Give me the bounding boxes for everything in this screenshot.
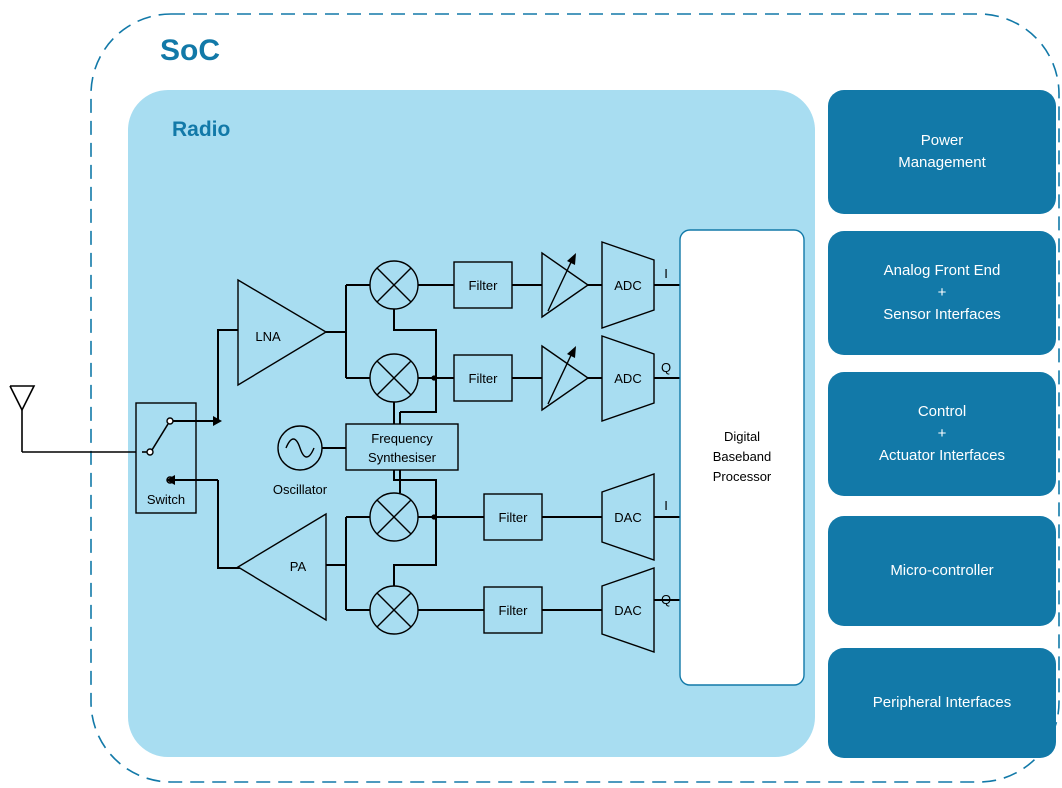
rx-filter-q-label: Filter — [469, 371, 499, 386]
channel-label-rx-q: Q — [661, 360, 671, 375]
dbp-label-2: Baseband — [713, 449, 772, 464]
mixer-tx-i — [369, 492, 419, 542]
dac-i-label: DAC — [614, 510, 641, 525]
dbp-label-1: Digital — [724, 429, 760, 444]
adc-q — [601, 335, 655, 422]
vga-q — [541, 344, 590, 412]
tx-filter-q-label: Filter — [499, 603, 529, 618]
micro-controller-label: Micro-controller — [890, 562, 994, 579]
afe-label-2: + — [937, 284, 947, 301]
channel-label-tx-q: Q — [661, 592, 671, 607]
micro-controller-block: Micro-controller — [828, 516, 1056, 626]
tx-filter-q — [483, 586, 543, 634]
oscillator-label: Oscillator — [273, 482, 328, 497]
analog-front-end-block: Analog Front End + Sensor Interfaces — [828, 231, 1056, 355]
dac-i — [601, 473, 655, 561]
mixer-tx-q — [369, 585, 419, 635]
power-management-block: Power Management — [828, 90, 1056, 214]
peripheral-interfaces-block: Peripheral Interfaces — [828, 648, 1056, 758]
vga-i — [541, 251, 590, 319]
tx-filter-i-label: Filter — [499, 510, 529, 525]
dac-q — [601, 567, 655, 653]
afe-label-3: Sensor Interfaces — [883, 306, 1001, 323]
lna-amplifier — [237, 278, 328, 387]
power-management-label-2: Management — [898, 154, 986, 171]
control-block: Control + Actuator Interfaces — [828, 372, 1056, 496]
rx-filter-i-label: Filter — [469, 278, 499, 293]
freq-synth-label-1: Frequency — [371, 431, 433, 446]
adc-i — [601, 241, 655, 329]
control-label-3: Actuator Interfaces — [879, 447, 1005, 464]
control-label-1: Control — [917, 403, 967, 420]
control-label-2: + — [937, 425, 947, 442]
rx-filter-i — [453, 261, 513, 309]
frequency-synthesiser — [345, 423, 459, 471]
antenna-icon — [9, 385, 142, 453]
mixer-rx-q — [369, 353, 419, 403]
pa-amplifier — [236, 512, 327, 622]
digital-baseband-processor — [679, 229, 805, 686]
freq-synth-label-2: Synthesiser — [368, 450, 437, 465]
channel-label-rx-i: I — [664, 266, 668, 281]
soc-boundary — [90, 13, 1060, 783]
pa-label: PA — [290, 559, 307, 574]
peripheral-interfaces-label: Peripheral Interfaces — [872, 694, 1012, 711]
mixer-rx-i — [369, 260, 419, 310]
switch-label: Switch — [147, 492, 185, 507]
dac-q-label: DAC — [614, 603, 641, 618]
adc-q-label: ADC — [614, 371, 641, 386]
power-management-label-1: Power — [920, 132, 964, 149]
channel-label-tx-i: I — [664, 498, 668, 513]
tx-filter-i — [483, 493, 543, 541]
oscillator — [277, 425, 346, 471]
dbp-label-3: Processor — [713, 469, 772, 484]
afe-label-1: Analog Front End — [883, 262, 1001, 279]
radio-title: Radio — [172, 118, 231, 141]
rx-filter-q — [453, 354, 513, 402]
lna-label: LNA — [255, 329, 281, 344]
adc-i-label: ADC — [614, 278, 641, 293]
soc-title: SoC — [160, 34, 220, 67]
